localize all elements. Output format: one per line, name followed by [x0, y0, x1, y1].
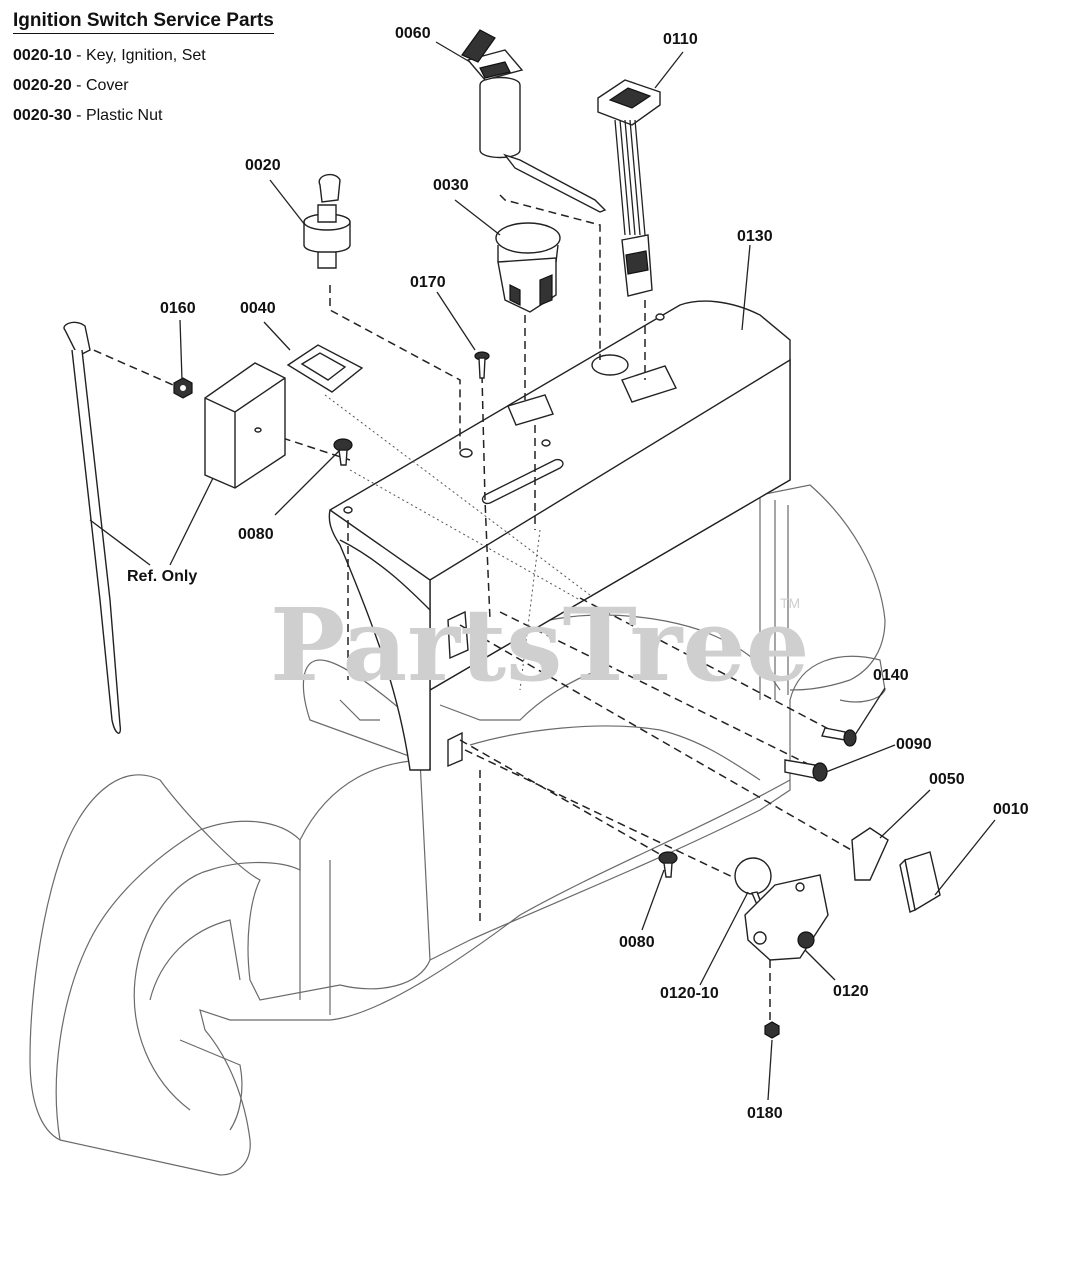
legend-item: 0020-30 - Plastic Nut	[13, 101, 274, 131]
callout-0050: 0050	[929, 771, 965, 788]
callout-labels: 0060 0110 0020 0030 0130 0170 0160 0040 …	[127, 25, 1029, 1122]
callout-0030: 0030	[433, 177, 469, 194]
legend-item: 0020-20 - Cover	[13, 71, 274, 101]
legend-part-number: 0020-20	[13, 77, 72, 94]
dashboard-panel	[328, 300, 791, 771]
lamp-0090	[784, 759, 828, 782]
seat-fender-body	[29, 484, 886, 1176]
callout-0080-lower: 0080	[619, 934, 655, 951]
legend-part-number: 0020-10	[13, 47, 72, 64]
gasket-0050	[851, 827, 889, 881]
callout-0120-10: 0120-10	[660, 985, 719, 1002]
callout-0090: 0090	[896, 736, 932, 753]
screw-0080-lower	[658, 851, 678, 878]
callout-0130: 0130	[737, 228, 773, 245]
callout-ref-only: Ref. Only	[127, 568, 197, 585]
watermark-tm: TM	[780, 595, 800, 611]
screw-0080-upper	[333, 438, 353, 466]
callout-0060: 0060	[395, 25, 431, 42]
callout-0140: 0140	[873, 667, 909, 684]
legend-item: 0020-10 - Key, Ignition, Set	[13, 41, 274, 71]
legend-description: Key, Ignition, Set	[85, 47, 206, 64]
ignition-switch-0020	[303, 173, 351, 269]
nut-0180	[764, 1021, 780, 1039]
legend-description: Cover	[85, 77, 129, 94]
legend-part-number: 0020-30	[13, 107, 72, 124]
bezel-0040	[286, 344, 364, 393]
callout-0020: 0020	[245, 157, 281, 174]
callout-0110: 0110	[663, 31, 698, 48]
callout-0080-upper: 0080	[238, 526, 274, 543]
lever-switch-0120	[734, 857, 829, 961]
callout-0120: 0120	[833, 983, 869, 1000]
cable-tie	[63, 321, 122, 734]
nut-0160	[173, 377, 193, 399]
service-parts-legend: Ignition Switch Service Parts 0020-10 - …	[13, 10, 274, 131]
callout-0160: 0160	[160, 300, 196, 317]
callout-0040: 0040	[240, 300, 276, 317]
legend-separator: -	[71, 107, 86, 124]
legend-separator: -	[71, 47, 86, 64]
callout-0180: 0180	[747, 1105, 783, 1122]
usb-socket-0060	[461, 29, 607, 213]
legend-separator: -	[71, 77, 86, 94]
bolt-0140	[821, 727, 857, 747]
legend-description: Plastic Nut	[85, 107, 163, 124]
screw-0170	[474, 351, 490, 379]
pto-switch-0030	[495, 222, 561, 313]
callout-0010: 0010	[993, 801, 1029, 818]
watermark-text: PartsTree	[270, 586, 810, 704]
reference-box	[204, 362, 286, 489]
legend-title: Ignition Switch Service Parts	[13, 10, 274, 34]
callout-0170: 0170	[410, 274, 446, 291]
leader-lines	[89, 41, 996, 1101]
watermark: PartsTree TM	[270, 586, 810, 704]
hour-meter-0110	[597, 79, 661, 297]
cover-0010	[899, 851, 941, 913]
